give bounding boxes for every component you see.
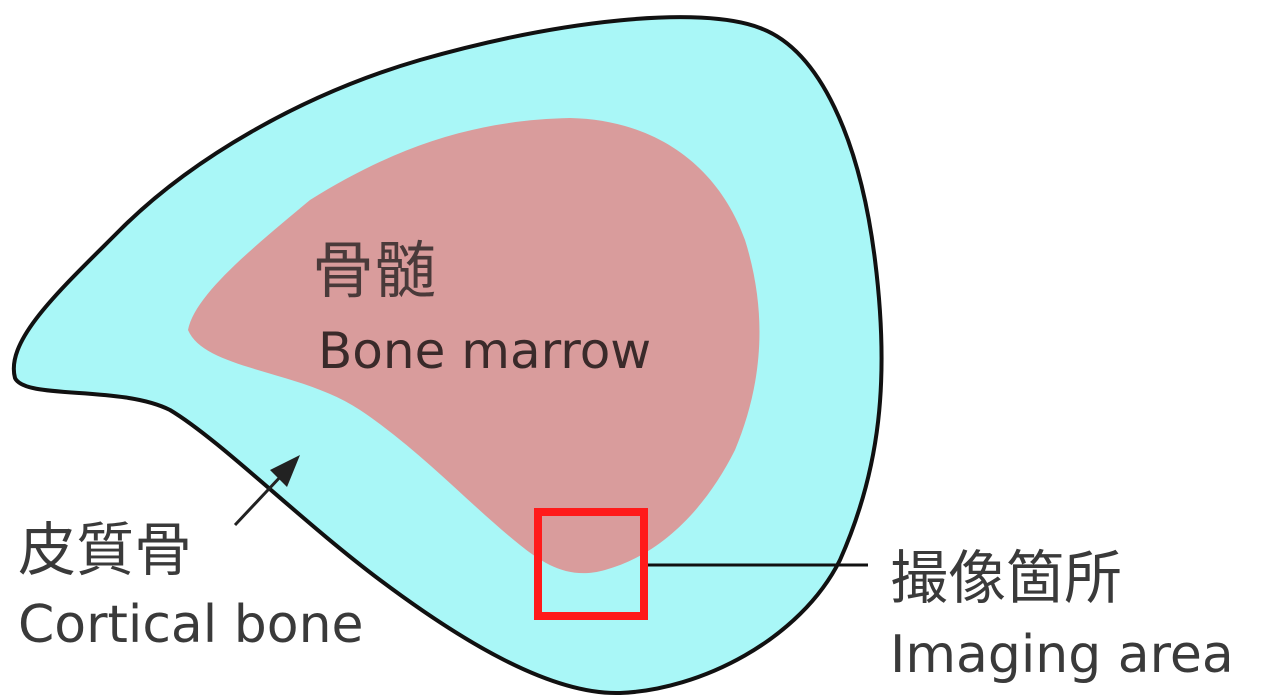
marrow-label-en: Bone marrow	[318, 322, 651, 380]
imaging-label-jp: 撮像箇所	[890, 544, 1122, 612]
cortical-arrow-line	[235, 475, 282, 525]
cortical-label-jp: 皮質骨	[18, 516, 192, 584]
cortical-label-en: Cortical bone	[18, 595, 364, 655]
marrow-label-jp: 骨髄	[312, 234, 436, 307]
imaging-label-en: Imaging area	[890, 625, 1234, 685]
